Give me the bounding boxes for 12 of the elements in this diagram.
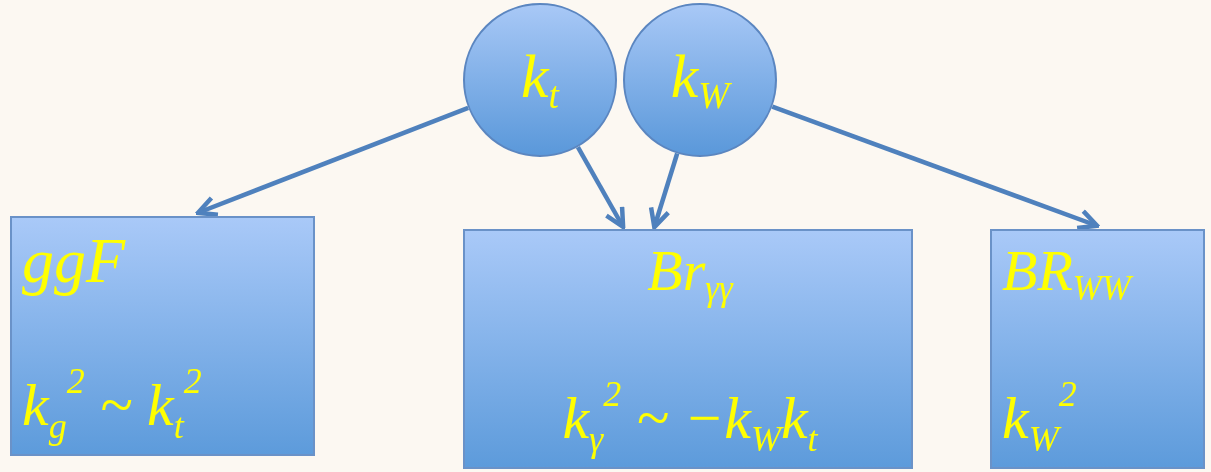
arrow (648, 152, 680, 230)
node-label: k$_{W}$ (670, 42, 730, 118)
arrow (575, 145, 626, 230)
node-label: k$_{t}$ (521, 42, 559, 118)
box-heading: Br$_{γγ}$ (647, 239, 733, 309)
process-box (990, 229, 1205, 469)
arrow (771, 104, 1100, 231)
arrow (195, 105, 470, 217)
process-box (10, 216, 315, 456)
box-heading: ggF (22, 226, 126, 297)
formula: k$_{γ}$$^{2}$ ~ −k$_{W}$k$_{t}$ (562, 373, 818, 462)
process-box (463, 229, 913, 469)
